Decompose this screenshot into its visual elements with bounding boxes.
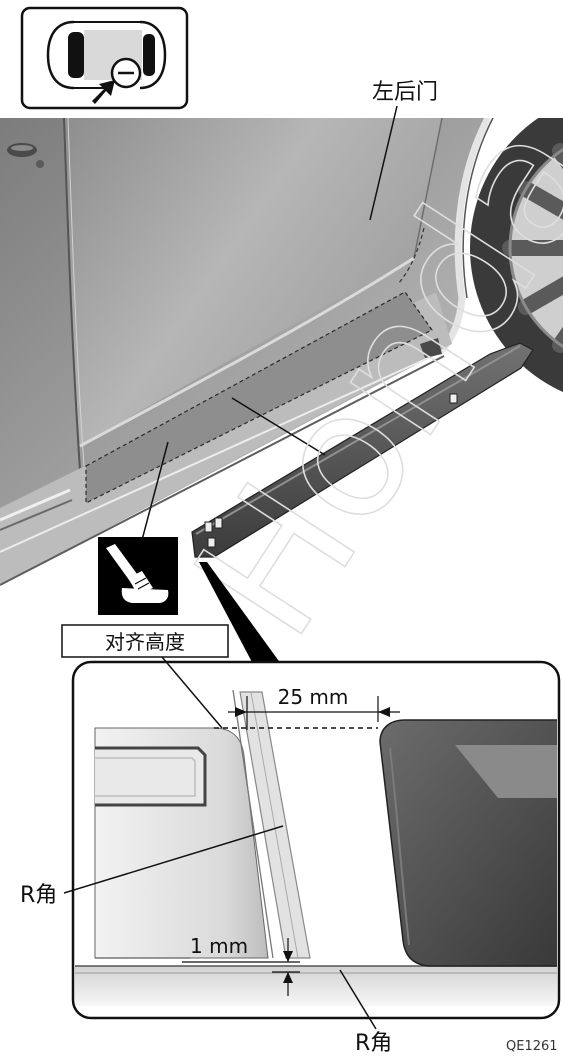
rear-door-leader [369, 105, 398, 221]
zoom-callout-pointer [199, 562, 281, 664]
align-height-label: 对齐高度 [105, 630, 185, 654]
install-direction-leader [231, 397, 326, 456]
arrow-right-icon [235, 707, 247, 717]
car-top-view-location-icon [20, 6, 189, 110]
detail-zoom-box: 25 mm 1 mm [71, 660, 561, 1020]
arrow-down-icon [283, 951, 293, 962]
r-corner-left-leader [63, 825, 284, 894]
gap-dimension: 25 mm [228, 685, 400, 730]
door-crease-line [79, 256, 415, 448]
front-door-handle [7, 143, 44, 168]
rear-wheel [470, 118, 563, 392]
align-height-label-box: 对齐高度 [61, 624, 229, 658]
car-side-view [0, 118, 563, 586]
step-dimension-label: 1 mm [190, 934, 248, 958]
adhesive-application-icon [98, 537, 178, 615]
r-corner-bottom-label: R角 [355, 1031, 392, 1056]
rear-door-label: 左后门 [372, 80, 438, 105]
side-sill-garnish [191, 342, 534, 558]
pointer-arrow-icon [92, 80, 115, 104]
garnish-clip [204, 393, 458, 548]
ground-surface [75, 966, 557, 1006]
rear-door-panel [64, 118, 442, 446]
adhesive-leader [141, 441, 169, 541]
step-dimension: 1 mm [182, 934, 300, 996]
figure-code: QE1261 [506, 1039, 558, 1054]
door-seam [63, 118, 81, 471]
arrow-left-icon [378, 707, 390, 717]
align-height-leader [161, 656, 223, 729]
mud-guard [420, 338, 442, 358]
arrow-up-icon [283, 972, 293, 983]
gap-dimension-label: 25 mm [278, 685, 349, 709]
adhesive-area-outline [85, 291, 433, 504]
r-corner-bottom-leader [339, 969, 377, 1030]
r-corner-left-label: R角 [20, 883, 57, 908]
